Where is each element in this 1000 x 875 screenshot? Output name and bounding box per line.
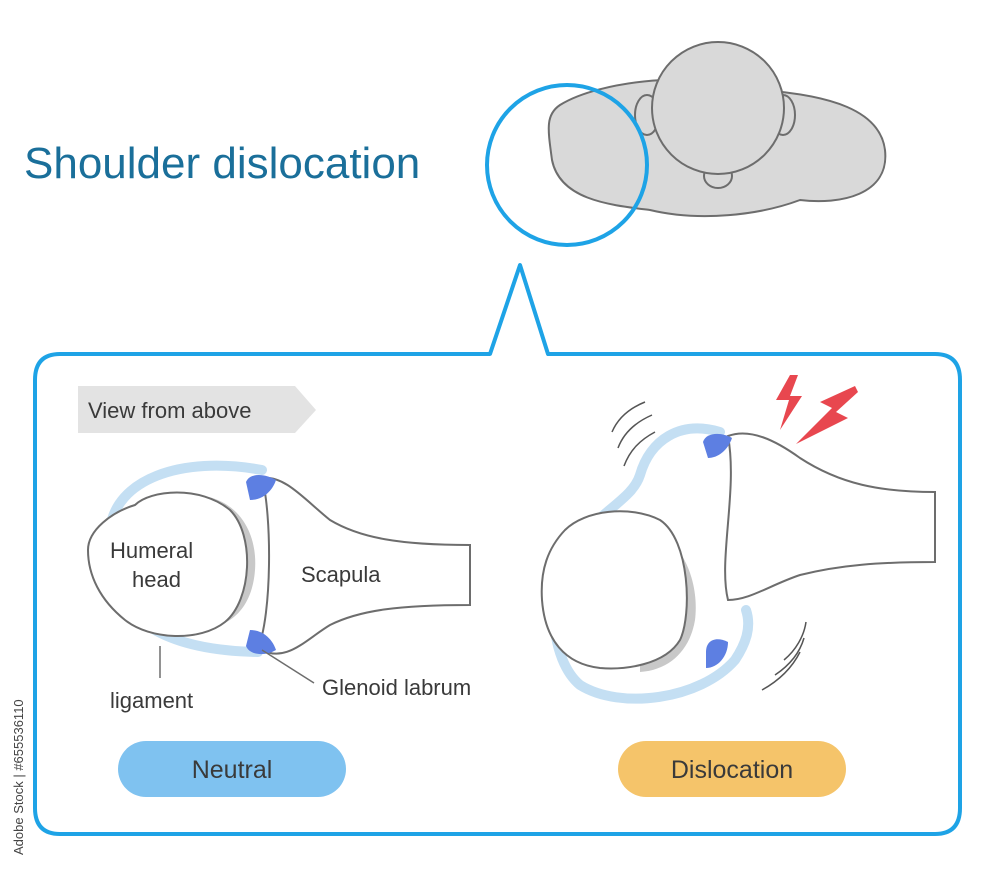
humeral-head bbox=[86, 491, 248, 638]
labrum-bottom bbox=[246, 630, 276, 655]
neutral-badge-bg bbox=[118, 741, 346, 797]
dislocation-badge-label: Dislocation bbox=[671, 756, 793, 784]
glenoid-labrum-label: Glenoid labrum bbox=[322, 675, 471, 700]
humeral-head-label-line1: Humeral bbox=[110, 538, 193, 563]
labrum-leader bbox=[261, 649, 315, 684]
motion-line bbox=[611, 401, 646, 433]
labrum-top bbox=[246, 475, 276, 500]
page-title: Shoulder dislocation bbox=[24, 139, 420, 188]
view-tag-arrow bbox=[78, 386, 316, 433]
person-top-view bbox=[547, 41, 887, 218]
neutral-badge: Neutral bbox=[118, 741, 346, 797]
motion-line bbox=[617, 414, 653, 449]
zoom-circle bbox=[485, 83, 649, 247]
dislocation-badge-bg bbox=[618, 741, 846, 797]
scapula-label: Scapula bbox=[301, 562, 381, 587]
view-tag-label: View from above bbox=[88, 398, 251, 423]
scapula bbox=[256, 476, 471, 655]
dislocated-joint bbox=[540, 375, 936, 704]
ligament-label: ligament bbox=[110, 688, 193, 713]
neutral-badge-label: Neutral bbox=[192, 756, 273, 784]
stock-id: Adobe Stock | #655536110 bbox=[10, 625, 30, 855]
pain-bolt-icon bbox=[776, 375, 802, 430]
motion-line bbox=[623, 431, 656, 467]
scapula-dislocated bbox=[724, 432, 936, 602]
motion-line bbox=[774, 637, 805, 676]
motion-line bbox=[761, 651, 801, 691]
view-tag: View from above bbox=[78, 386, 316, 433]
head bbox=[651, 41, 785, 175]
dislocation-badge: Dislocation bbox=[618, 741, 846, 797]
neutral-joint: Humeral head Scapula ligament Glenoid la… bbox=[86, 460, 471, 713]
labrum-top bbox=[703, 433, 732, 458]
stock-id-text: Adobe Stock | #655536110 bbox=[11, 699, 26, 855]
humeral-head-displaced bbox=[540, 510, 688, 670]
labrum-bottom bbox=[706, 639, 728, 668]
motion-line bbox=[783, 621, 807, 661]
humeral-head-label-line2: head bbox=[132, 567, 181, 592]
pain-bolt-icon bbox=[796, 386, 858, 444]
